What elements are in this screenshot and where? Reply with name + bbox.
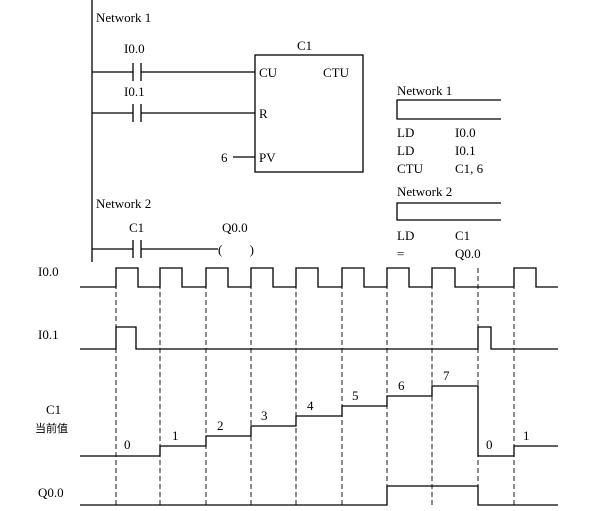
signal-c1-label: C1 (46, 402, 61, 417)
coil-q00-label: Q0.0 (222, 220, 248, 235)
counter-pv-pin: PV (259, 150, 276, 165)
network-2-label: Network 2 (96, 196, 151, 211)
c1-value: 1 (523, 428, 530, 443)
statement-list: Network 1 LD I0.0 LD I0.1 CTU C1, 6 Netw… (396, 83, 501, 261)
pv-value: 6 (221, 150, 228, 165)
stl-arg: I0.1 (455, 143, 476, 158)
stl-op: LD (397, 125, 414, 140)
signal-c1-sublabel: 当前值 (35, 421, 68, 435)
stl-network-2-title: Network 2 (397, 184, 452, 199)
contact-c1-label: C1 (129, 220, 144, 235)
stl-network-2-bracket (396, 202, 501, 221)
stl-op: = (397, 246, 404, 261)
stl-arg: C1 (455, 228, 470, 243)
c1-value: 4 (307, 398, 314, 413)
counter-name: C1 (297, 38, 312, 53)
signal-i01-waveform (80, 326, 558, 350)
c1-value: 7 (443, 368, 450, 383)
signal-q00-label: Q0.0 (38, 485, 64, 500)
counter-ctu-label: CTU (323, 65, 350, 80)
c1-value: 2 (217, 418, 224, 433)
coil-q00-symbol: ( ) (218, 242, 254, 257)
counter-cu-pin: CU (259, 65, 278, 80)
signal-q00-waveform (80, 485, 558, 506)
stl-op: CTU (397, 161, 424, 176)
stl-op: LD (397, 228, 414, 243)
signal-i00-label: I0.0 (38, 264, 59, 279)
counter-r-pin: R (259, 106, 268, 121)
counter-box (254, 54, 364, 173)
timing-diagram: I0.0 I0.1 C1 当前值 0 1 2 3 4 5 6 7 0 1 Q0.… (35, 264, 558, 508)
c1-value: 0 (486, 437, 493, 452)
contact-c1-symbol (132, 240, 142, 258)
stl-op: LD (397, 143, 414, 158)
c1-value: 6 (398, 378, 405, 393)
c1-value: 1 (172, 428, 179, 443)
c1-value: 0 (124, 437, 131, 452)
ladder-diagram: Network 1 I0.0 I0.1 C1 CU CTU R PV 6 Net… (91, 0, 364, 262)
stl-network-1-title: Network 1 (397, 83, 452, 98)
c1-value: 3 (261, 408, 268, 423)
contact-i01-label: I0.1 (124, 84, 145, 99)
signal-i00-waveform (80, 267, 558, 288)
contact-i01-symbol (132, 104, 142, 122)
network-1-label: Network 1 (96, 10, 151, 25)
stl-arg: I0.0 (455, 125, 476, 140)
stl-network-1-bracket (396, 99, 501, 120)
signal-i01-label: I0.1 (38, 327, 59, 342)
contact-i00-symbol (132, 63, 142, 81)
stl-arg: Q0.0 (455, 246, 481, 261)
stl-arg: C1, 6 (455, 161, 484, 176)
c1-value: 5 (352, 388, 359, 403)
timing-guides (115, 268, 515, 508)
contact-i00-label: I0.0 (124, 41, 145, 56)
signal-c1-waveform (80, 385, 558, 457)
